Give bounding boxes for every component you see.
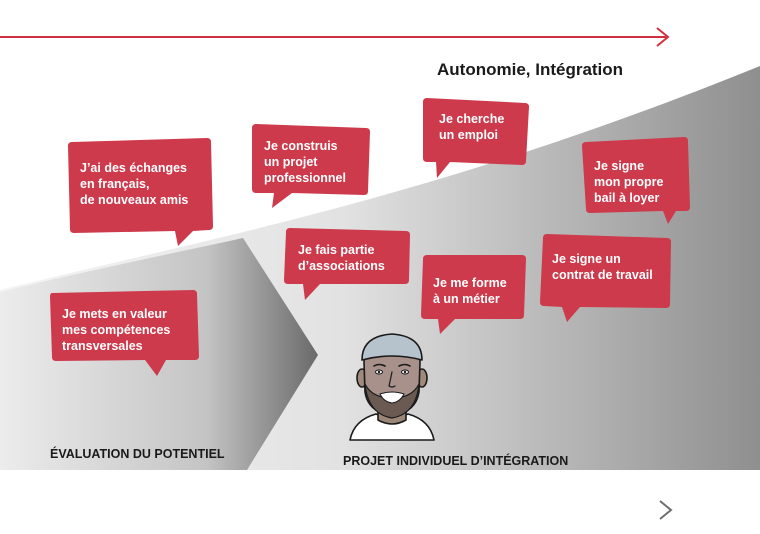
person-illustration bbox=[349, 333, 435, 441]
bubble-competences bbox=[50, 290, 199, 376]
bubble-text-bail: Je signe mon propre bail à loyer bbox=[594, 159, 664, 205]
bubble-bail bbox=[582, 137, 690, 224]
bubble-text-competences: Je mets en valeur mes compétences transv… bbox=[62, 307, 171, 353]
bubble-echanges bbox=[68, 138, 213, 246]
left-section-label: ÉVALUATION DU POTENTIEL bbox=[50, 447, 225, 461]
bubble-text-contrat: Je signe un contrat de travail bbox=[552, 252, 653, 282]
bubble-projet bbox=[252, 124, 370, 208]
bubble-text-echanges: J’ai des échanges en français, de nouvea… bbox=[80, 161, 189, 207]
bubble-text-metier: Je me forme à un métier bbox=[433, 276, 507, 306]
bubble-contrat bbox=[540, 234, 671, 322]
bubble-text-projet: Je construis un projet professionnel bbox=[264, 139, 346, 185]
bubble-associations bbox=[284, 228, 410, 300]
bubble-text-associations: Je fais partie d’associations bbox=[298, 243, 385, 273]
right-section-label: PROJET INDIVIDUEL D’INTÉGRATION bbox=[343, 454, 569, 468]
bubble-metier bbox=[421, 255, 526, 334]
top-label: Autonomie, Intégration bbox=[437, 60, 624, 79]
bottom-arrow bbox=[0, 500, 673, 520]
bubble-emploi bbox=[423, 98, 529, 178]
bubble-text-emploi: Je cherche un emploi bbox=[439, 112, 505, 142]
top-arrow bbox=[0, 27, 670, 47]
